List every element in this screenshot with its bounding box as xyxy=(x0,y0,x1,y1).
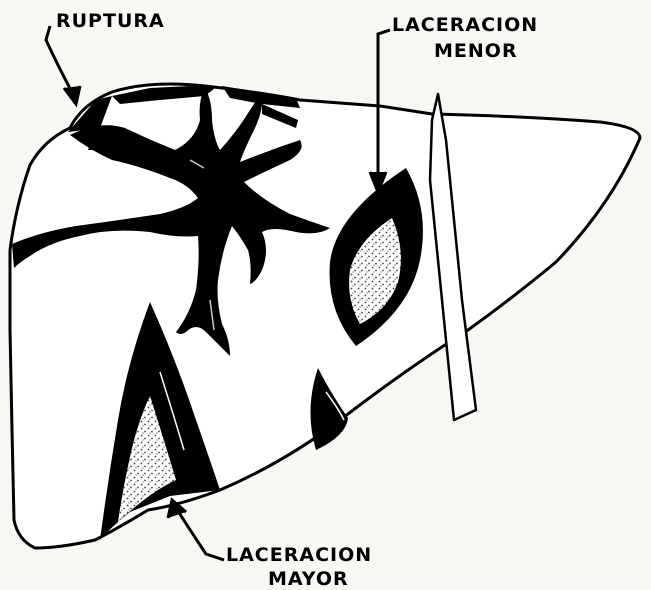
label-laceracion-mayor-line2: MAYOR xyxy=(268,568,349,590)
label-laceracion-menor-line1: LACERACION xyxy=(392,14,538,36)
label-laceracion-menor-line2: MENOR xyxy=(434,40,518,62)
pointer-arrow-mayor xyxy=(168,500,224,560)
label-laceracion-mayor-line1: LACERACION xyxy=(226,544,372,566)
pointer-arrow-ruptura xyxy=(46,26,80,104)
label-ruptura: RUPTURA xyxy=(56,10,165,32)
